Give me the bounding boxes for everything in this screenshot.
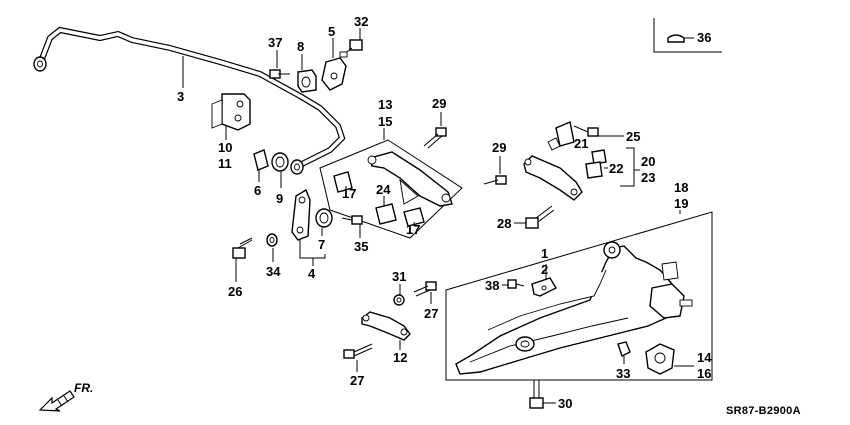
- holder-5: [321, 57, 347, 91]
- compensator-arm: [361, 311, 411, 341]
- bolt-30: [529, 380, 544, 409]
- bolt-38: [507, 279, 525, 289]
- bolt-27-lower: [343, 343, 373, 359]
- nut-33: [617, 341, 631, 357]
- washer-34: [266, 233, 278, 247]
- bolt-28: [525, 205, 555, 229]
- callout-8: 8: [297, 39, 304, 54]
- bushing-17-b: [403, 207, 425, 227]
- callout-33: 33: [616, 366, 630, 381]
- collar-6: [253, 149, 269, 171]
- bushing-21: [547, 121, 575, 151]
- bolt-29-middle: [483, 175, 507, 185]
- callout-27-b: 27: [350, 373, 364, 388]
- upper-arm: [367, 151, 453, 207]
- callout-34: 34: [266, 264, 281, 279]
- callout-9: 9: [276, 191, 283, 206]
- callout-3: 3: [177, 89, 184, 104]
- callout-17-a: 17: [342, 186, 356, 201]
- trailing-arm-group-outline: [445, 211, 713, 381]
- callout-13: 13: [378, 97, 392, 112]
- callout-28: 28: [497, 216, 511, 231]
- bolt-37: [269, 69, 290, 79]
- callout-5: 5: [328, 24, 335, 39]
- bolt-25: [573, 125, 599, 137]
- direction-label: FR.: [74, 381, 93, 395]
- callout-17-b: 17: [406, 222, 420, 237]
- callout-31: 31: [392, 269, 406, 284]
- bolt-29-upper: [423, 127, 447, 149]
- callout-21: 21: [574, 136, 588, 151]
- stabilizer-bar: [33, 26, 346, 175]
- callout-37: 37: [268, 35, 282, 50]
- bushing-8: [297, 69, 317, 93]
- callout-29-a: 29: [432, 96, 446, 111]
- cap-36-icon: [667, 34, 685, 43]
- callout-32: 32: [354, 14, 368, 29]
- bushing-17-a: [333, 171, 353, 193]
- callout-14: 14: [697, 350, 712, 365]
- callout-38: 38: [485, 278, 499, 293]
- callout-25: 25: [626, 129, 640, 144]
- upper-arm-group-outline: [319, 139, 463, 239]
- stabilizer-bracket: [211, 93, 251, 131]
- bushing-22: [585, 149, 607, 179]
- item-36-box: 36: [653, 18, 722, 53]
- callout-7: 7: [318, 237, 325, 252]
- bushing-24: [375, 203, 397, 225]
- diagram-code: SR87-B2900A: [726, 405, 801, 417]
- control-arm: [523, 155, 583, 201]
- bushing-9: [271, 152, 289, 172]
- callout-11: 11: [218, 156, 232, 171]
- stopper-14: [645, 343, 675, 375]
- callout-10: 10: [218, 140, 232, 155]
- callout-29-b: 29: [492, 140, 506, 155]
- callout-30: 30: [558, 396, 572, 411]
- callout-19: 19: [674, 196, 688, 211]
- nut-31: [393, 294, 405, 306]
- callout-23: 23: [641, 170, 655, 185]
- callout-20: 20: [641, 154, 655, 169]
- bolt-27-upper: [413, 281, 437, 297]
- bracket-1: [531, 277, 557, 297]
- stabilizer-link: [291, 188, 311, 241]
- callout-24: 24: [376, 182, 391, 197]
- callout-26: 26: [228, 284, 242, 299]
- trailing-arm: [455, 241, 693, 375]
- callout-36: 36: [697, 30, 711, 45]
- callout-2: 2: [541, 262, 548, 277]
- callout-4: 4: [308, 266, 316, 281]
- bushing-7: [315, 208, 333, 228]
- bolt-32: [339, 39, 363, 58]
- callout-16: 16: [697, 366, 711, 381]
- bolt-35: [341, 215, 363, 225]
- callout-15: 15: [378, 114, 392, 129]
- callout-1: 1: [541, 246, 548, 261]
- bolt-26: [232, 237, 253, 259]
- callout-18: 18: [674, 180, 688, 195]
- callout-6: 6: [254, 183, 261, 198]
- callout-27-a: 27: [424, 306, 438, 321]
- callout-12: 12: [393, 350, 407, 365]
- callout-22: 22: [609, 161, 623, 176]
- front-direction-arrow-icon: [38, 390, 75, 412]
- callout-35: 35: [354, 239, 368, 254]
